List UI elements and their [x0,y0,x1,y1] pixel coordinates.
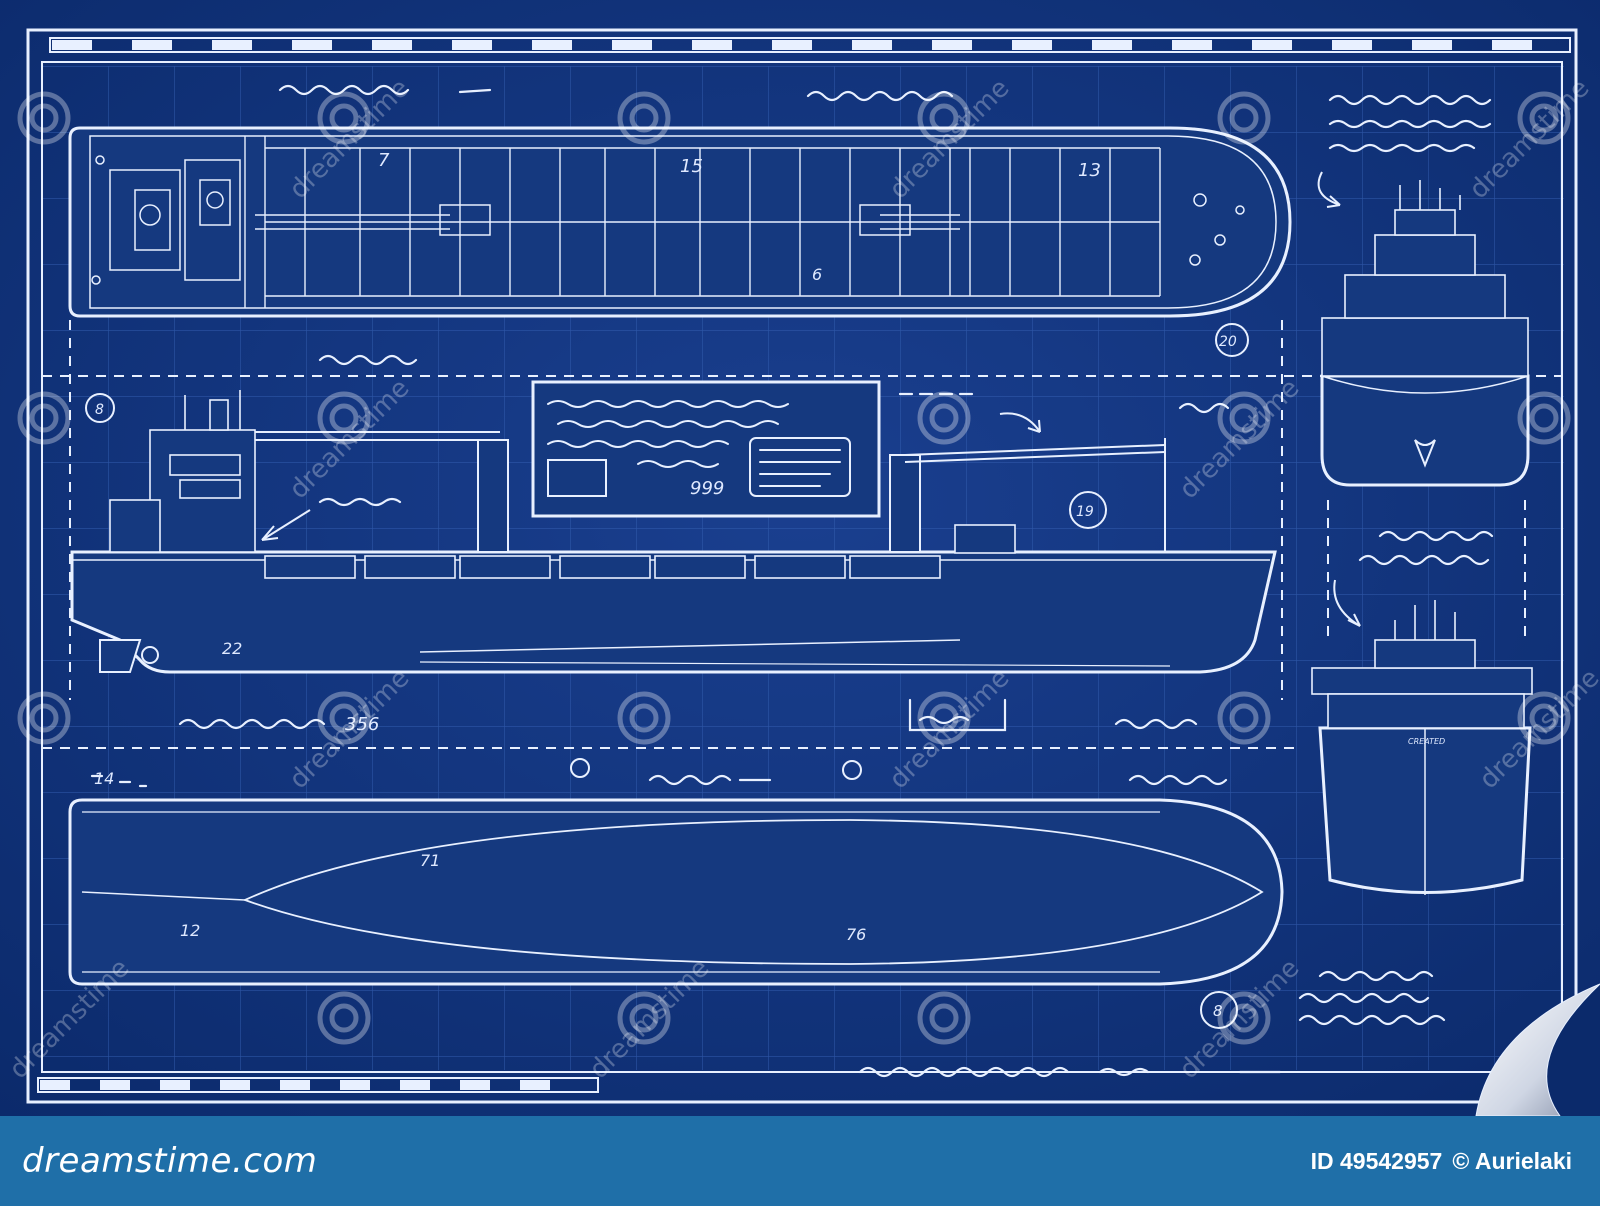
footer-credit: ID 49542957 © Aurielaki [1311,1148,1572,1175]
ship-bow-view: CREATED [1311,600,1533,895]
svg-text:20: 20 [1219,334,1237,350]
circle-marker-8-bottom: 8 [1200,991,1238,1029]
label-76: 76 [846,925,866,944]
image-id: ID 49542957 [1310,1147,1443,1174]
circle-marker-19: 19 [1069,491,1107,529]
circle-marker-8-left: 8 [85,393,115,423]
pointer-arrow [261,509,311,541]
svg-text:19: 19 [1076,504,1094,520]
label-22: 22 [222,639,242,658]
label-13: 13 [1078,160,1101,181]
small-marker-a [570,758,590,778]
handwritten-notes [90,84,1494,1078]
ship-bottom-view: 71 12 76 [68,798,1284,986]
bow-name: CREATED [1408,737,1445,746]
svg-text:8: 8 [1213,1002,1223,1020]
ship-top-view: 7 15 13 6 [68,126,1292,318]
inner-frame [41,61,1563,1073]
note-356: 356 [345,714,379,735]
note-14: 14 [94,769,114,788]
circle-marker-20: 20 [1215,323,1249,357]
footer-bar: dreamstime.com ID 49542957 © Aurielaki [0,1116,1600,1206]
svg-text:8: 8 [95,402,104,418]
blueprint-drawing: 7 15 13 6 20 8 [0,0,1600,1116]
right-arrows [999,171,1361,627]
label-7: 7 [378,150,390,171]
footer-brand[interactable]: dreamstime.com [22,1141,318,1181]
label-15: 15 [680,156,703,177]
watermark-layer [17,91,1571,1045]
dashed-guides [42,320,1562,749]
small-marker-b [842,760,862,780]
note-panel: 999 [531,380,881,518]
ship-stern-view [1320,180,1530,487]
board-999: 999 [690,478,724,499]
label-6: 6 [812,265,822,284]
bottom-checker-band [37,1077,599,1093]
label-12: 12 [180,921,200,940]
ship-side-view: 22 [70,390,1277,674]
label-71: 71 [420,851,440,870]
top-checker-band [49,37,1571,53]
outer-frame [26,28,1578,1104]
author-credit: © Aurielaki [1452,1147,1572,1174]
